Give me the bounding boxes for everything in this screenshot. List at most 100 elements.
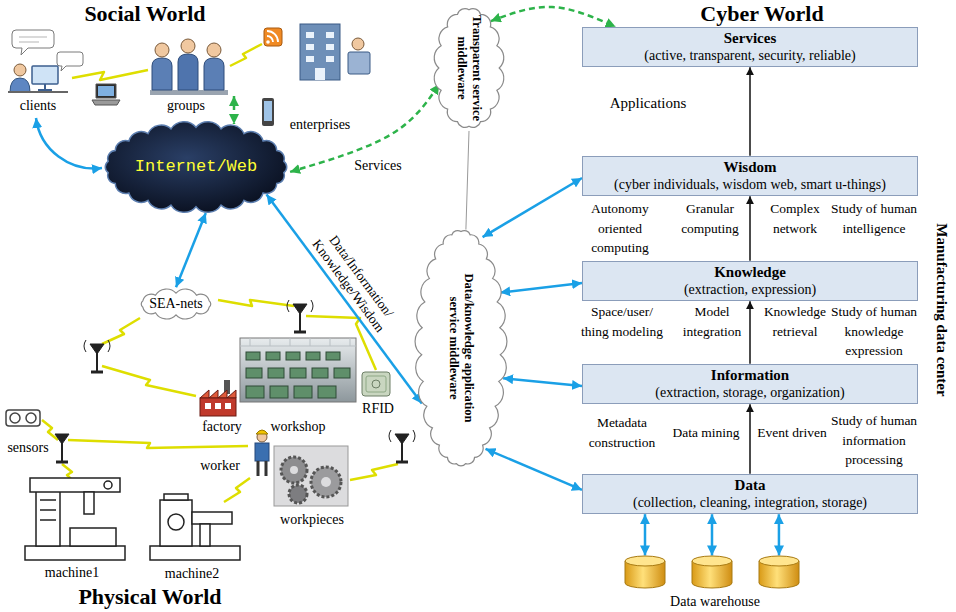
- workshop-photo: [246, 352, 350, 398]
- method-label: Study of human knowledge expression: [828, 302, 920, 361]
- workshop-photo: [286, 352, 300, 360]
- edge-label: Services: [352, 158, 403, 174]
- node-label: Transparent service middleware: [454, 13, 484, 123]
- workpiece-photo: [274, 446, 348, 506]
- node-label: Internet/Web: [135, 157, 257, 177]
- client-icon: [32, 66, 58, 84]
- workshop-photo: [240, 338, 356, 402]
- icon-label: enterprises: [290, 117, 351, 133]
- machine-drawing: [30, 478, 120, 492]
- machine-drawing: [40, 500, 56, 520]
- internet-cloud: Internet/Web: [98, 118, 294, 216]
- middleware-cloud: Transparent service middleware: [430, 1, 508, 135]
- antenna-icon: [55, 434, 69, 444]
- layer-box: Information(extraction, storage, organiz…: [582, 364, 918, 404]
- enterprise-icon: [306, 32, 334, 80]
- database-cylinder: [625, 556, 665, 566]
- machine-drawing: [70, 528, 116, 546]
- layer-title: Knowledge: [714, 264, 786, 281]
- cloud-outline: [434, 9, 504, 128]
- cloud-outline: [105, 122, 286, 213]
- group-icon: [150, 39, 228, 95]
- connector: [500, 283, 582, 293]
- enterprise-icon: [266, 40, 270, 44]
- world-title: Physical World: [78, 586, 221, 608]
- workshop-photo: [294, 386, 312, 398]
- method-label: Autonomy oriented computing: [574, 199, 666, 258]
- client-icon: [38, 84, 52, 90]
- middleware-cloud: Data/knowledge application service middl…: [412, 222, 510, 474]
- factory-icon: [200, 398, 236, 416]
- group-icon: [150, 90, 228, 95]
- connector: [267, 194, 422, 403]
- method-label: Model integration: [666, 302, 758, 341]
- database-cylinder: [692, 556, 732, 588]
- machine-drawing: [150, 546, 240, 560]
- database-cylinder: [759, 556, 799, 588]
- layer-title: Wisdom: [723, 159, 776, 176]
- icon-label: workpieces: [280, 512, 344, 528]
- enterprise-icon: [264, 28, 282, 46]
- antenna-icon: [396, 461, 408, 464]
- enterprise-icon: [262, 24, 370, 126]
- layer-title: Services: [724, 30, 776, 47]
- icon-label: groups: [167, 98, 205, 114]
- worker-figure: [255, 443, 269, 461]
- workpiece-photo: [289, 485, 307, 503]
- workshop-photo: [312, 368, 328, 378]
- data-warehouse: Data warehouse: [615, 552, 815, 610]
- layer-title: Information: [711, 367, 789, 384]
- factory-icon: [205, 403, 231, 409]
- antenna-icon: [294, 331, 306, 334]
- layer-box: Data(collection, cleaning, integration, …: [582, 474, 918, 514]
- icon-label: machine1: [45, 565, 99, 581]
- database-cylinder: [759, 556, 799, 566]
- group-icon: [155, 43, 169, 57]
- workshop-photo: [246, 368, 262, 378]
- antenna-icon: [395, 434, 409, 444]
- workshop-photo: [268, 368, 284, 378]
- side-label: Manufacturing data center: [932, 223, 949, 396]
- worker-figure: [255, 430, 269, 476]
- icon-label: workshop: [270, 419, 325, 435]
- group-icon: [204, 58, 224, 90]
- node-label: SEA-nets: [149, 296, 203, 312]
- connector: [711, 514, 714, 555]
- method-label: Study of human information processing: [828, 411, 920, 470]
- layer-box: Wisdom(cyber individuals, wisdom web, sm…: [582, 156, 918, 196]
- layer-description: (active, transparent, security, reliable…: [644, 48, 855, 64]
- workshop-photo: [266, 352, 280, 360]
- enterprise-icon: [264, 101, 272, 121]
- workshop-photo: [270, 386, 288, 398]
- machine-drawing: [200, 524, 210, 546]
- rfid-reader: [362, 372, 390, 396]
- connector: [778, 514, 781, 555]
- workshop-photo: [334, 368, 350, 378]
- antenna-icon: [55, 300, 415, 462]
- workshop-photo: [318, 386, 336, 398]
- client-icon: [98, 86, 114, 96]
- workpiece-photo: [311, 467, 341, 497]
- client-icon: [57, 52, 83, 71]
- enterprise-icon: [348, 52, 370, 74]
- worker-figure: [256, 430, 268, 434]
- workpiece-photo: [274, 446, 348, 506]
- connector: [466, 131, 469, 230]
- method-label: Granular computing: [664, 199, 756, 238]
- method-label: Metadata construction: [576, 413, 668, 452]
- workshop-photo: [306, 352, 320, 360]
- workshop-photo: [240, 338, 356, 402]
- connector: [644, 514, 647, 555]
- method-label: Data mining: [660, 423, 752, 443]
- sensor-icon: [26, 413, 36, 423]
- connector: [749, 301, 751, 364]
- method-label: Space/user/ thing modeling: [576, 302, 668, 341]
- antenna-icon: [293, 304, 307, 314]
- node-label: Data/knowledge application service middl…: [446, 268, 476, 428]
- machine-drawing: [168, 514, 184, 530]
- rfid-reader: [366, 376, 386, 392]
- connector: [176, 213, 206, 287]
- layer-description: (cyber individuals, wisdom web, smart u-…: [614, 177, 886, 193]
- group-icon: [178, 54, 198, 90]
